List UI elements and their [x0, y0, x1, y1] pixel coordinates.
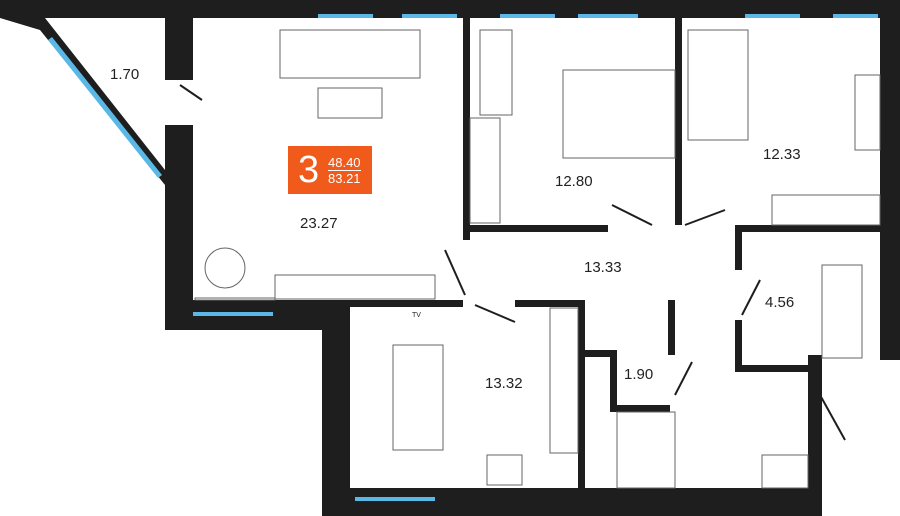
apartment-badge: 3 48.40 83.21: [288, 146, 372, 194]
tv-label: TV: [412, 312, 421, 319]
furniture: [194, 29, 881, 489]
doors: [179, 84, 846, 441]
living-area: 48.40: [328, 154, 361, 171]
room-area-hallway: 13.33: [584, 259, 622, 276]
room-area-kitchen: 13.32: [485, 375, 523, 392]
room-area-bedroom: 12.80: [555, 173, 593, 190]
total-area: 83.21: [328, 170, 361, 186]
room-area-toilet: 1.90: [624, 366, 654, 383]
room-area-living: 23.27: [300, 215, 338, 232]
room-area-bedroom-2: 12.33: [763, 146, 801, 163]
room-count: 3: [298, 148, 320, 191]
windows: [48, 14, 878, 501]
room-area-balcony: 1.70: [110, 66, 140, 83]
room-area-bathroom: 4.56: [765, 294, 795, 311]
